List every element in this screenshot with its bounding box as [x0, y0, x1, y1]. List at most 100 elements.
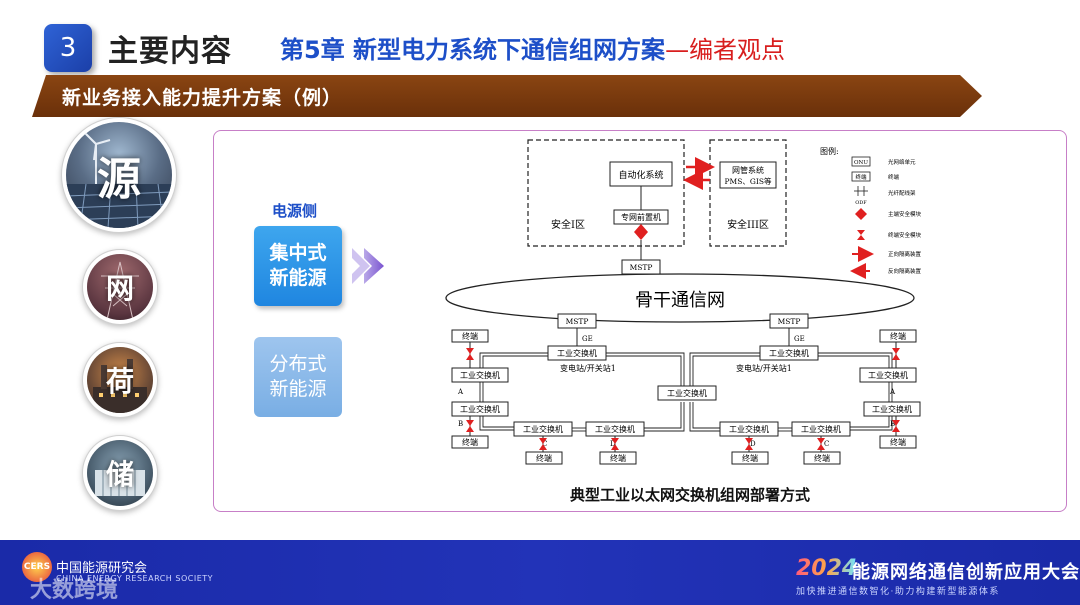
svg-text:正向隔离装置: 正向隔离装置: [888, 250, 922, 258]
diagram-legend: 图例: ONU 光网络单元 终端 终端 ODF 光纤配线架 主端安全模块 终端安…: [820, 146, 922, 279]
footer-year: 2024: [796, 556, 858, 581]
svg-text:D: D: [750, 440, 756, 448]
category-storage-label: 储: [105, 458, 134, 491]
diagram-caption: 典型工业以太网交换机组网部署方式: [569, 486, 810, 504]
nms-system-label-2: PMS、GIS等: [725, 176, 772, 186]
ring-links: [479, 352, 893, 432]
ge-right-label: GE: [794, 335, 805, 343]
footer-slogan: 加快推进通信数智化·助力构建新型能源体系: [796, 587, 1000, 597]
security-zone-3: [709, 139, 787, 247]
svg-text:终端: 终端: [890, 437, 906, 447]
zone-1-title: 安全I区: [551, 218, 585, 231]
svg-text:C: C: [542, 440, 547, 448]
switches-left: 工业交换机 变电站/开关站1 工业交换机 A 工业交换机 B 工业交换机 C 工…: [451, 345, 645, 448]
main-title: 主要内容: [108, 34, 232, 69]
svg-text:反向隔离装置: 反向隔离装置: [888, 267, 922, 275]
svg-text:工业交换机: 工业交换机: [460, 404, 500, 414]
battery-container-icon: [95, 470, 145, 496]
terminal-labels: 终端 终端 终端 终端 终端 终端 终端 终端: [462, 331, 906, 463]
category-load-circle[interactable]: 荷: [87, 347, 153, 413]
svg-text:光纤配线架: 光纤配线架: [888, 189, 916, 197]
terminal-security-modules: [466, 348, 900, 450]
side-label: 电源侧: [272, 202, 318, 220]
center-switch-label: 工业交换机: [667, 388, 707, 398]
substation-right-label: 变电站/开关站1: [736, 363, 792, 373]
master-security-module: [634, 224, 648, 240]
chevron-right-icon: [352, 248, 384, 284]
svg-text:工业交换机: 工业交换机: [523, 424, 563, 434]
zone-3-title: 安全III区: [727, 218, 769, 231]
section-banner: 新业务接入能力提升方案（例）: [32, 75, 982, 117]
option-centralized-label: 集中式 新能源: [269, 242, 327, 289]
svg-text:终端: 终端: [888, 173, 900, 181]
svg-text:ONU: ONU: [854, 160, 868, 166]
svg-text:工业交换机: 工业交换机: [595, 424, 635, 434]
ge-left-label: GE: [582, 335, 593, 343]
network-diagram: 自动化系统 专网前置机 安全I区 网管系统 PMS、GIS等 安全III区 MS…: [445, 139, 922, 465]
watermark: 大数跨境: [30, 578, 119, 603]
chapter-title-main: 第5章 新型电力系统下通信组网方案: [280, 36, 666, 64]
svg-text:终端: 终端: [610, 453, 626, 463]
nms-system-label-1: 网管系统: [732, 165, 764, 175]
category-grid-label: 网: [105, 272, 134, 305]
svg-text:工业交换机: 工业交换机: [868, 370, 908, 380]
svg-text:主端安全模块: 主端安全模块: [888, 210, 922, 218]
option-centralized-button[interactable]: 集中式 新能源: [254, 226, 342, 306]
svg-text:B: B: [890, 420, 895, 428]
svg-text:D: D: [610, 440, 616, 448]
power-tower-icon: [101, 261, 139, 320]
option-distributed-label: 分布式 新能源: [269, 353, 327, 400]
substation-left-label: 变电站/开关站1: [560, 363, 616, 373]
security-zone-1: [527, 139, 685, 247]
svg-text:工业交换机: 工业交换机: [729, 424, 769, 434]
svg-text:B: B: [458, 420, 463, 428]
svg-text:终端: 终端: [462, 437, 478, 447]
banner-arrow-shape: [32, 75, 982, 117]
svg-text:终端: 终端: [742, 453, 758, 463]
svg-text:终端: 终端: [855, 173, 867, 181]
center-switch: [657, 385, 717, 401]
svg-text:C: C: [824, 440, 829, 448]
backbone-network-label: 骨干通信网: [635, 290, 725, 311]
automation-system-label: 自动化系统: [618, 169, 663, 181]
wind-solar-icon: [66, 131, 172, 228]
svg-text:A: A: [889, 388, 896, 396]
chapter-title-suffix: —编者观点: [665, 36, 786, 64]
cers-logo: CERS: [22, 552, 52, 582]
footer-org-name-en: CHINA ENERGY RESEARCH SOCIETY: [56, 574, 214, 583]
category-storage-circle[interactable]: 储: [87, 440, 153, 506]
category-grid-circle[interactable]: 网: [87, 254, 153, 320]
svg-text:工业交换机: 工业交换机: [557, 348, 597, 358]
nms-system-box: [719, 161, 777, 189]
section-number-badge: 3: [44, 24, 92, 72]
svg-text:终端安全模块: 终端安全模块: [888, 231, 922, 239]
svg-text:终端: 终端: [462, 331, 478, 341]
svg-text:工业交换机: 工业交换机: [872, 404, 912, 414]
svg-text:工业交换机: 工业交换机: [769, 348, 809, 358]
svg-text:ODF: ODF: [855, 200, 867, 206]
chapter-title: 第5章 新型电力系统下通信组网方案—编者观点: [280, 30, 785, 65]
svg-text:终端: 终端: [536, 453, 552, 463]
mstp-left-label: MSTP: [566, 317, 589, 326]
backbone-network: [445, 273, 915, 323]
banner-text: 新业务接入能力提升方案（例）: [62, 87, 343, 109]
footer-org-name: 中国能源研究会: [56, 561, 148, 576]
svg-text:工业交换机: 工业交换机: [801, 424, 841, 434]
switches-right: 工业交换机 变电站/开关站1 工业交换机 A 工业交换机 B 工业交换机 D 工…: [719, 345, 921, 448]
svg-text:终端: 终端: [890, 331, 906, 341]
footer-bar: [0, 540, 1080, 605]
legend-title: 图例:: [820, 146, 839, 156]
category-source-circle[interactable]: 源: [66, 122, 172, 228]
svg-text:A: A: [457, 388, 464, 396]
svg-text:光网络单元: 光网络单元: [888, 158, 916, 166]
svg-text:工业交换机: 工业交换机: [460, 370, 500, 380]
option-distributed-button[interactable]: 分布式 新能源: [254, 337, 342, 417]
factory-icon: [93, 359, 147, 413]
category-source-label: 源: [97, 154, 141, 205]
category-load-label: 荷: [105, 365, 134, 398]
mstp-top-label: MSTP: [630, 263, 653, 272]
svg-text:终端: 终端: [814, 453, 830, 463]
footer-event-name: 能源网络通信创新应用大会: [852, 562, 1080, 583]
mstp-right-label: MSTP: [778, 317, 801, 326]
frontend-server-label: 专网前置机: [621, 212, 661, 222]
